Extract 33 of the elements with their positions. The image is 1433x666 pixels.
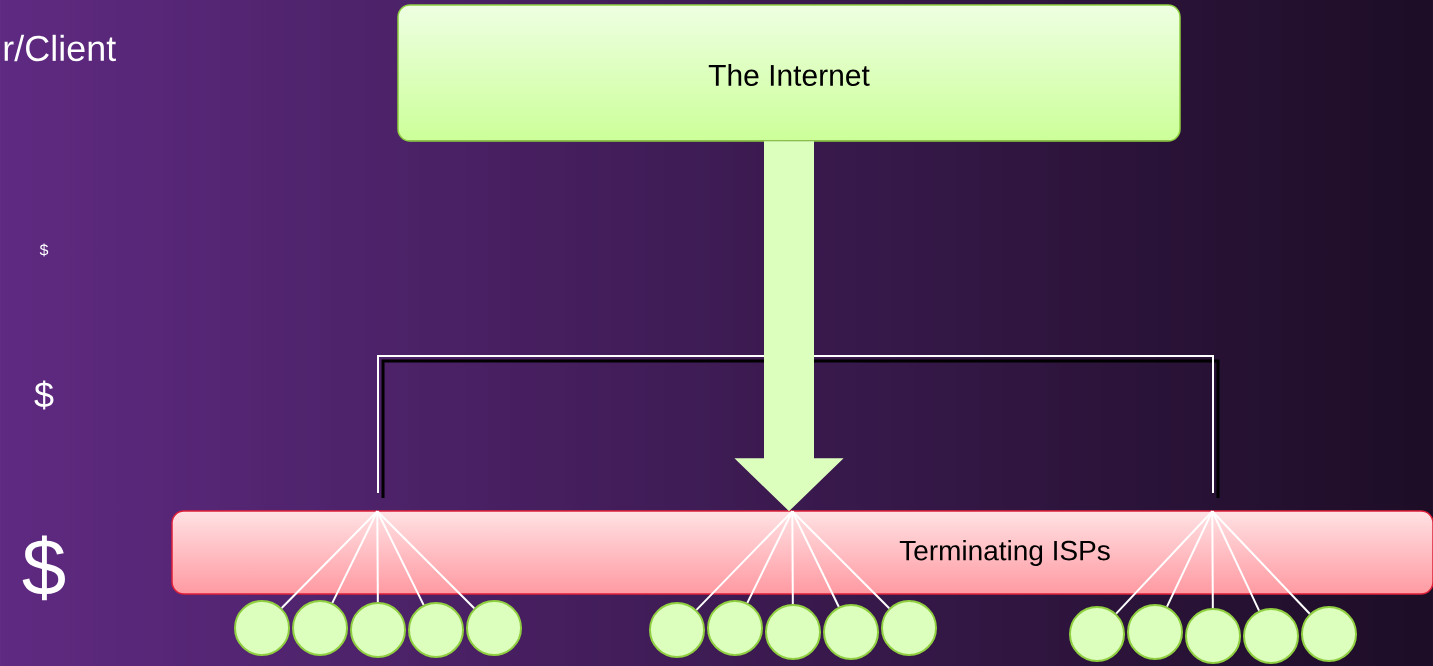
connector-line <box>791 510 891 610</box>
connector-line <box>280 510 379 610</box>
network-box: The Internet <box>397 4 1181 142</box>
dollar-sign: $ <box>34 380 54 410</box>
host-circle <box>234 600 290 656</box>
host-circle <box>1301 606 1357 662</box>
connector-line <box>1166 510 1214 608</box>
host-circle <box>823 604 879 660</box>
host-circle <box>292 600 348 656</box>
host-circle <box>649 602 705 658</box>
host-circle <box>408 602 464 658</box>
connector-line <box>1211 510 1261 612</box>
host-circle <box>1127 604 1183 660</box>
host-circle <box>350 602 406 658</box>
connector-line <box>1115 510 1214 615</box>
dollar-sign: $ <box>39 243 49 257</box>
host-circle <box>881 600 937 656</box>
connector-line <box>376 510 425 606</box>
host-circle <box>1069 606 1125 662</box>
connector-line <box>695 510 794 611</box>
dollar-sign: $ <box>22 535 65 601</box>
host-circle <box>466 600 522 656</box>
host-circle <box>1185 608 1241 664</box>
isp-band: Terminating ISPs <box>171 510 1433 595</box>
host-circle <box>1243 608 1299 664</box>
heading-text: r/Client <box>4 34 116 62</box>
connector-line <box>1211 510 1311 615</box>
connector-line <box>331 510 379 604</box>
host-circle <box>765 604 821 660</box>
connector-line <box>791 510 840 608</box>
connector-line <box>746 510 794 604</box>
connector-line <box>376 510 476 610</box>
host-circle <box>707 600 763 656</box>
